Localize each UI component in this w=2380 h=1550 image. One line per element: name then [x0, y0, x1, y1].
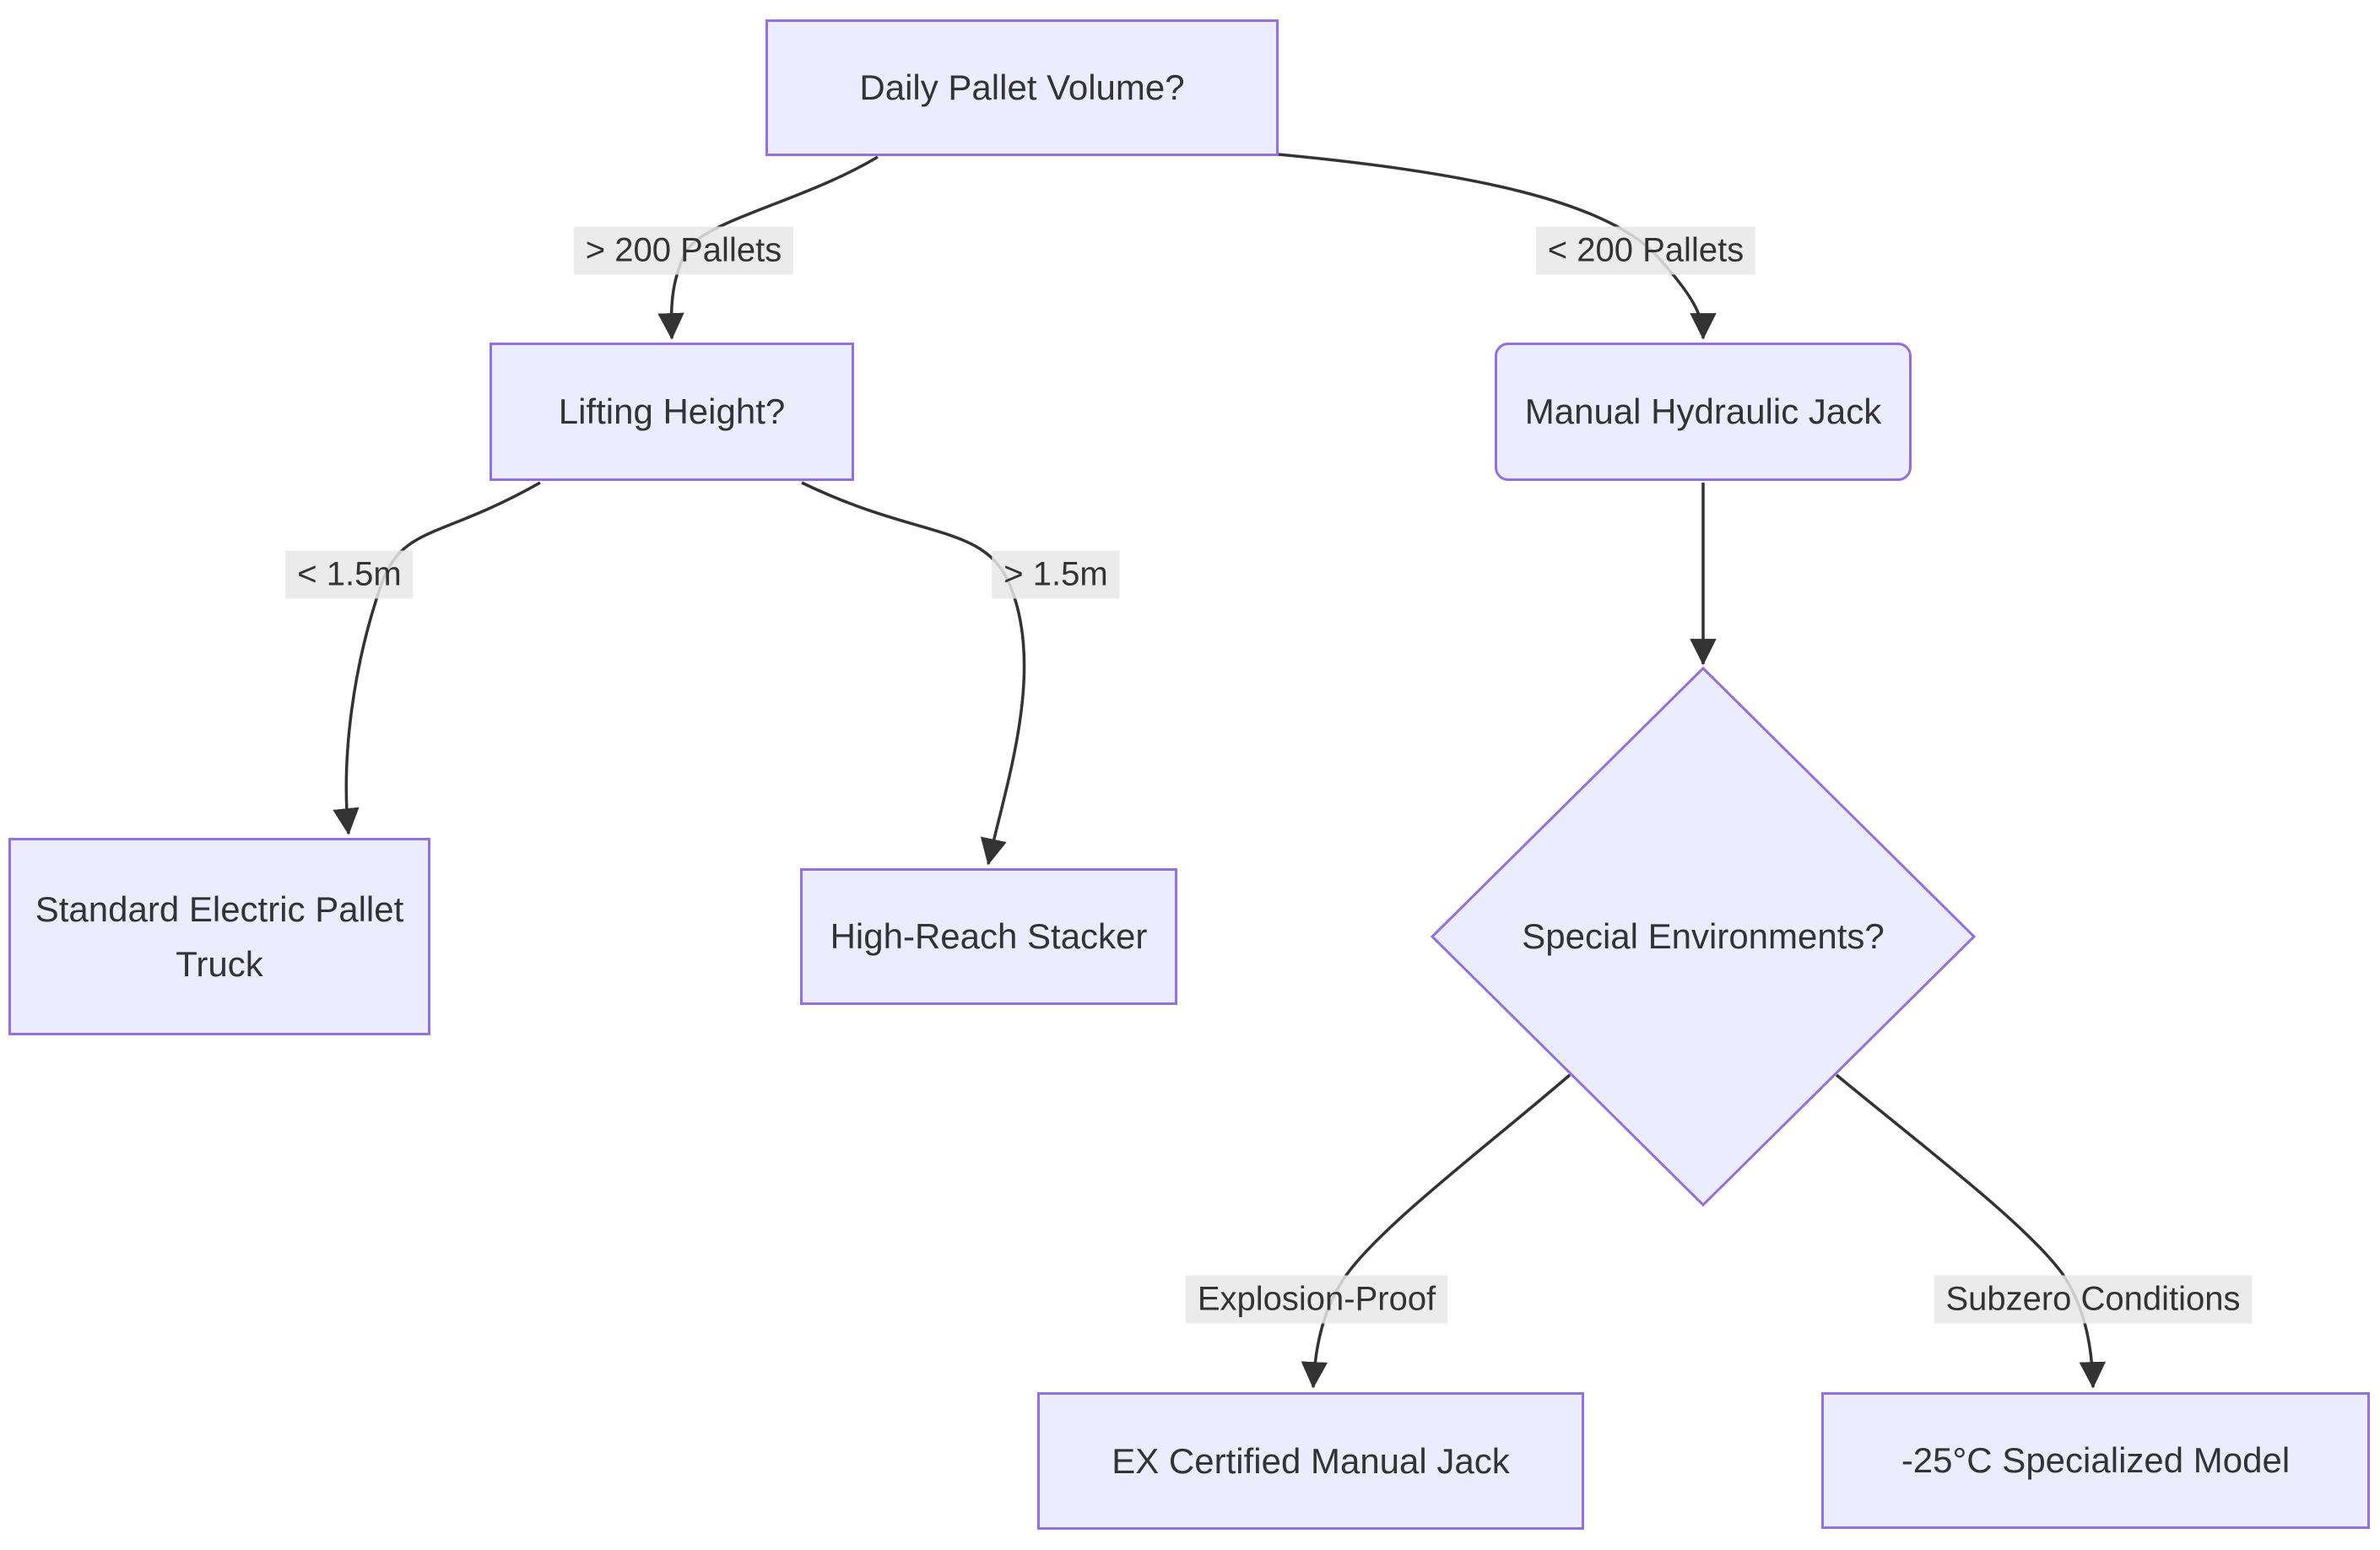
node-subzero-specialized-model: -25°C Specialized Model [1821, 1392, 2370, 1529]
edge-label-lt-200-pallets: < 200 Pallets [1535, 226, 1756, 275]
node-ex-certified-manual-jack-label: EX Certified Manual Jack [1112, 1440, 1510, 1481]
node-special-environments-label: Special Environments? [1522, 916, 1885, 956]
edge-label-gt-1-5m: > 1.5m [992, 550, 1120, 599]
node-daily-pallet-volume-label: Daily Pallet Volume? [859, 68, 1185, 108]
node-lifting-height-label: Lifting Height? [558, 392, 786, 432]
edge-lifting-to-stacker [801, 481, 1026, 866]
node-lifting-height: Lifting Height? [490, 343, 854, 481]
node-standard-electric-pallet-truck-label: Standard Electric Pallet Truck [35, 888, 404, 984]
node-standard-electric-pallet-truck: Standard Electric Pallet Truck [8, 838, 430, 1035]
node-high-reach-stacker: High-Reach Stacker [800, 868, 1177, 1005]
node-high-reach-stacker-label: High-Reach Stacker [830, 916, 1148, 957]
edge-special-env-to-subzero-model [1835, 1073, 2107, 1389]
node-manual-hydraulic-jack-label: Manual Hydraulic Jack [1524, 392, 1882, 432]
edge-lifting-to-standard-truck [333, 481, 541, 835]
edge-label-explosion-proof: Explosion-Proof [1185, 1275, 1448, 1324]
edge-label-gt-200-pallets: > 200 Pallets [573, 226, 794, 275]
node-subzero-specialized-model-label: -25°C Specialized Model [1901, 1440, 2291, 1481]
node-daily-pallet-volume: Daily Pallet Volume? [765, 19, 1279, 156]
edge-label-lt-1-5m: < 1.5m [285, 550, 414, 599]
node-ex-certified-manual-jack: EX Certified Manual Jack [1037, 1392, 1584, 1530]
edge-label-subzero-conditions: Subzero Conditions [1934, 1275, 2253, 1324]
node-shape-special-environments-diamond [1430, 666, 1977, 1207]
edge-special-env-to-ex-jack [1301, 1073, 1571, 1389]
node-manual-hydraulic-jack: Manual Hydraulic Jack [1495, 343, 1912, 481]
